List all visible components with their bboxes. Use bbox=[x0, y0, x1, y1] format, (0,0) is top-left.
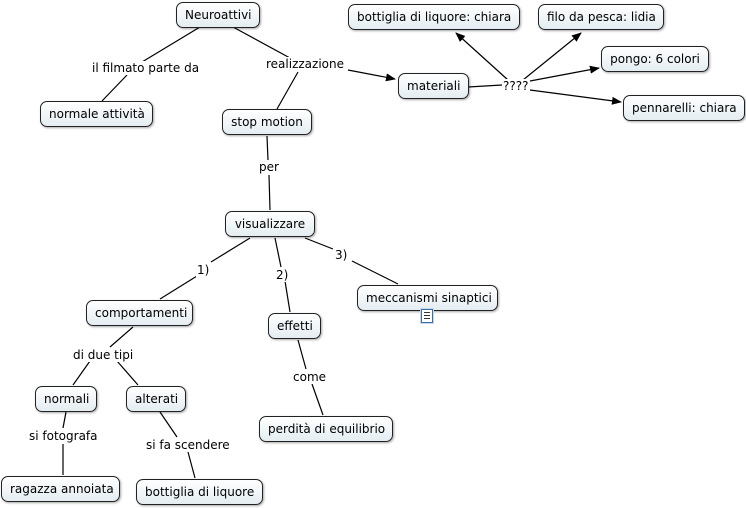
node-perdita-equilibrio[interactable]: perdità di equilibrio bbox=[259, 416, 393, 442]
label-si-fa-scendere: si fa scendere bbox=[145, 438, 231, 452]
line-vis-2 bbox=[274, 237, 282, 268]
label-realizzazione: realizzazione bbox=[265, 57, 345, 71]
line-effetti-come bbox=[297, 339, 307, 370]
line-3-meccanismi bbox=[351, 260, 399, 285]
line-neuro-realizzazione bbox=[232, 26, 291, 59]
arrow-question-bottiglia bbox=[455, 32, 509, 81]
label-si-fotografa: si fotografa bbox=[28, 429, 99, 443]
node-stop-motion[interactable]: stop motion bbox=[222, 109, 312, 135]
node-visualizzare[interactable]: visualizzare bbox=[225, 211, 315, 237]
node-comportamenti[interactable]: comportamenti bbox=[86, 300, 193, 326]
line-alterati-scendere bbox=[159, 411, 178, 438]
node-normale-attivita[interactable]: normale attività bbox=[40, 101, 153, 127]
line-neuro-filmato bbox=[141, 26, 201, 63]
label-filmato-parte-da: il filmato parte da bbox=[91, 61, 201, 75]
node-bottiglia-liquore-chiara[interactable]: bottiglia di liquore: chiara bbox=[348, 4, 520, 30]
arrow-question-pongo bbox=[529, 65, 600, 82]
node-neuroattivi[interactable]: Neuroattivi bbox=[176, 2, 260, 28]
label-question: ???? bbox=[502, 79, 530, 93]
line-come-perdita bbox=[311, 383, 324, 416]
line-2-effetti bbox=[284, 280, 291, 313]
label-di-due-tipi: di due tipi bbox=[72, 348, 135, 362]
line-vis-3 bbox=[304, 237, 334, 250]
line-1-comportamenti bbox=[159, 275, 198, 300]
node-meccanismi-sinaptici[interactable]: meccanismi sinaptici bbox=[357, 285, 498, 311]
line-comp-didue bbox=[109, 326, 134, 348]
node-filo-pesca[interactable]: filo da pesca: lidia bbox=[538, 4, 664, 30]
arrow-question-filo bbox=[522, 32, 582, 81]
document-icon[interactable] bbox=[421, 309, 433, 323]
line-realizzazione-materiali bbox=[347, 69, 396, 82]
line-normali-fotografa bbox=[62, 411, 67, 429]
label-one: 1) bbox=[196, 263, 211, 277]
line-per-visualizzare bbox=[268, 174, 271, 211]
arrow-question-pennarelli bbox=[529, 89, 622, 105]
node-materiali[interactable]: materiali bbox=[398, 73, 469, 99]
line-didue-normali bbox=[72, 360, 91, 386]
label-per: per bbox=[258, 160, 280, 174]
node-normali[interactable]: normali bbox=[35, 386, 97, 412]
label-three: 3) bbox=[334, 248, 349, 262]
node-effetti[interactable]: effetti bbox=[268, 313, 321, 339]
line-realizzazione-stop bbox=[276, 71, 299, 110]
line-filmato-normale bbox=[101, 74, 128, 102]
line-didue-alterati bbox=[116, 360, 139, 386]
label-two: 2) bbox=[275, 268, 290, 282]
line-materiali-question bbox=[467, 84, 503, 88]
line-vis-1 bbox=[210, 237, 251, 263]
node-alterati[interactable]: alterati bbox=[126, 386, 186, 412]
line-scendere-bottiglia bbox=[187, 451, 196, 479]
node-pennarelli[interactable]: pennarelli: chiara bbox=[623, 95, 745, 121]
label-come: come bbox=[292, 370, 328, 384]
node-bottiglia-liquore[interactable]: bottiglia di liquore bbox=[136, 479, 263, 505]
line-stop-per bbox=[266, 135, 269, 161]
node-pongo[interactable]: pongo: 6 colori bbox=[601, 46, 709, 72]
node-ragazza-annoiata[interactable]: ragazza annoiata bbox=[1, 476, 120, 502]
